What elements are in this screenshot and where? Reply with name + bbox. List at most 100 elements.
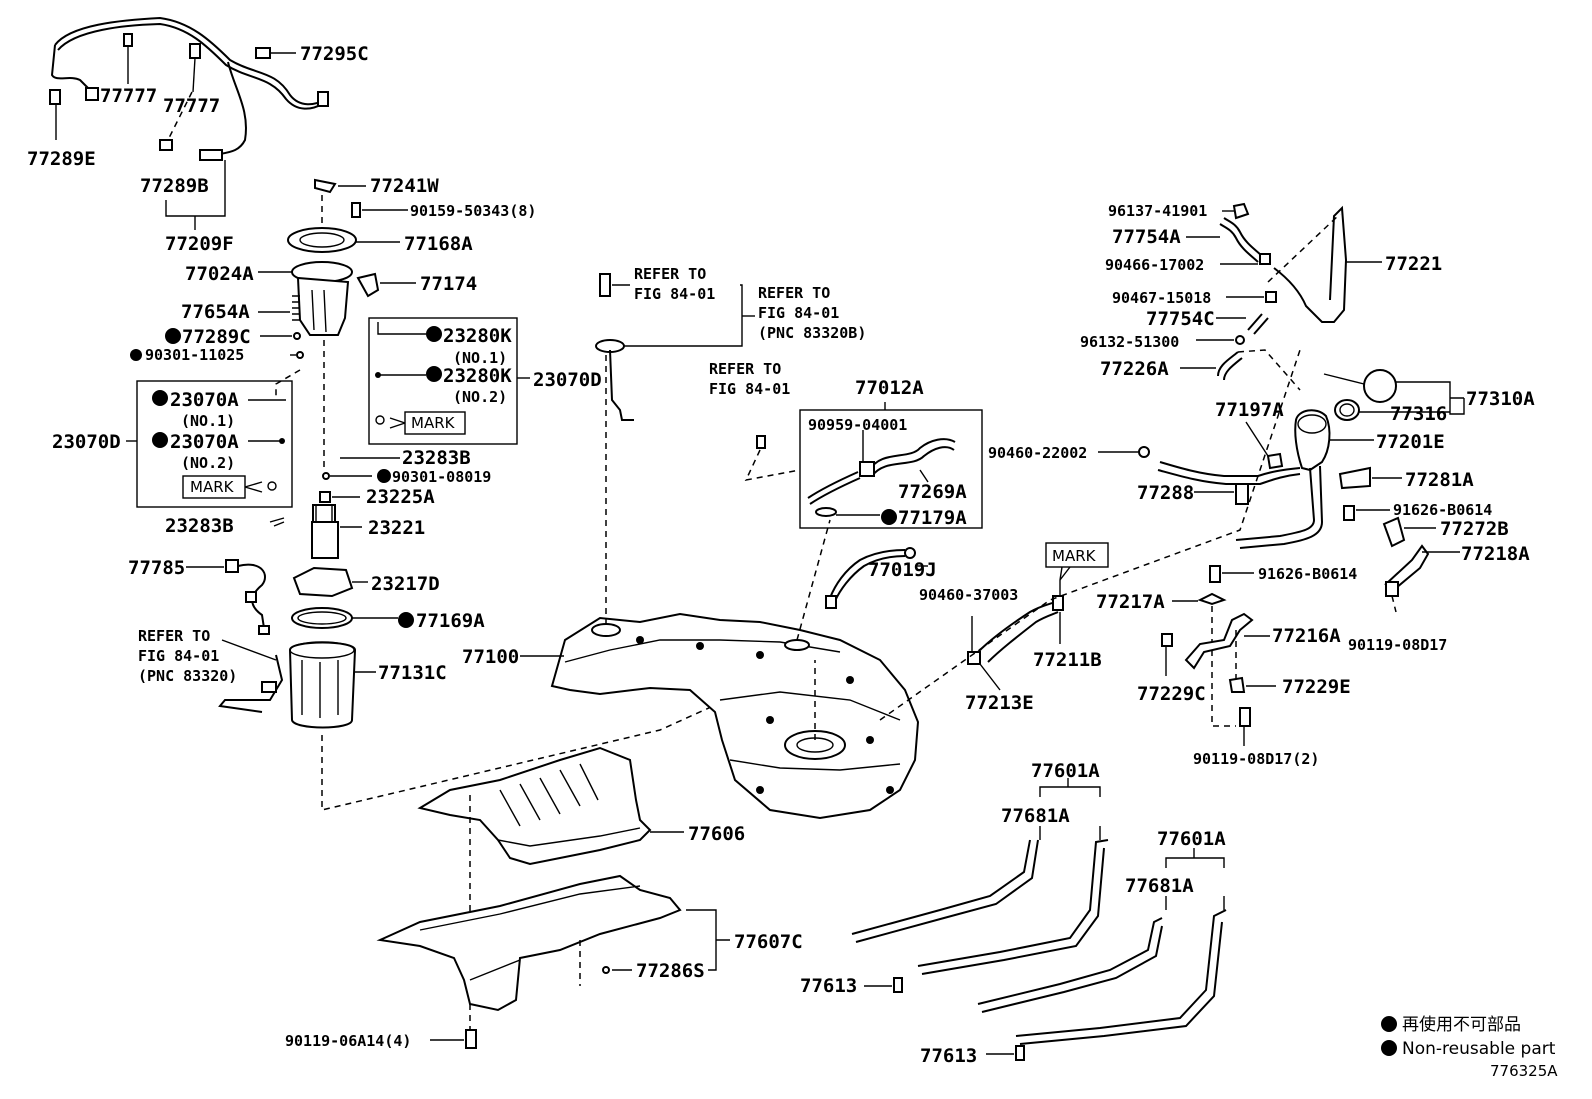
non-reusable-marker: [398, 612, 414, 628]
part-label-77216A: 77216A: [1272, 625, 1341, 647]
part-label-77289C: 77289C: [182, 326, 251, 348]
part-label-77754A: 77754A: [1112, 226, 1181, 248]
legend-non-reusable-jp: 再使用不可部品: [1402, 1014, 1521, 1035]
legend: 再使用不可部品 Non-reusable part 776325A: [1381, 1014, 1558, 1080]
part-label-90119-06A14: 90119-06A14(4): [285, 1032, 411, 1050]
protector-77606: [417, 746, 684, 1030]
part-label-77289B: 77289B: [140, 175, 209, 197]
part-label-90301-08019: 90301-08019: [392, 468, 491, 486]
part-label-77777-b: 77777: [163, 95, 220, 117]
part-label-90119-08D17-2: 90119-08D17(2): [1193, 750, 1319, 768]
part-label-77281A: 77281A: [1405, 469, 1474, 491]
part-label-77229E: 77229E: [1282, 676, 1351, 698]
refer-note-a-line1: REFER TO: [138, 627, 210, 645]
part-label-77286S: 77286S: [636, 960, 705, 982]
part-label-77613-lower: 77613: [920, 1045, 977, 1067]
non-reusable-marker: [426, 326, 442, 342]
part-label-23070D-right: 23070D: [533, 369, 602, 391]
part-label-77218A: 77218A: [1461, 543, 1530, 565]
part-label-90959-04001: 90959-04001: [808, 416, 907, 434]
refer-note-b-line2: FIG 84-01: [634, 285, 715, 303]
bracket-group: [1161, 544, 1460, 746]
part-label-77310A: 77310A: [1466, 388, 1535, 410]
part-label-77269A: 77269A: [898, 481, 967, 503]
filler-neck-and-cap: [1098, 369, 1465, 549]
part-label-23070A-no1: 23070A: [170, 389, 239, 411]
part-label-90467-15018: 90467-15018: [1112, 289, 1211, 307]
part-label-77221: 77221: [1385, 253, 1442, 275]
part-label-23280K-no1: 23280K: [443, 325, 512, 347]
refer-note-c-line2: FIG 84-01: [758, 304, 839, 322]
part-label-77168A: 77168A: [404, 233, 473, 255]
part-label-77601A-lower: 77601A: [1157, 828, 1226, 850]
part-label-77289E: 77289E: [27, 148, 96, 170]
part-label-77213E: 77213E: [965, 692, 1034, 714]
part-label-90460-22002: 90460-22002: [988, 444, 1087, 462]
mark-tag-center: MARK: [1052, 547, 1097, 565]
part-label-77295C: 77295C: [300, 43, 369, 65]
refer-note-a-line2: FIG 84-01: [138, 647, 219, 665]
part-label-77174: 77174: [420, 273, 477, 295]
legend-marker-jp: [1381, 1016, 1397, 1032]
part-label-77288: 77288: [1137, 482, 1194, 504]
part-label-77777-a: 77777: [100, 85, 157, 107]
legend-non-reusable-en: Non-reusable part: [1402, 1039, 1556, 1059]
part-label-77601A-upper: 77601A: [1031, 760, 1100, 782]
non-reusable-marker: [130, 349, 142, 361]
non-reusable-marker: [377, 469, 391, 483]
non-reusable-marker: [152, 432, 168, 448]
part-label-77613-upper: 77613: [800, 975, 857, 997]
legend-marker-en: [1381, 1040, 1397, 1056]
part-label-77201E: 77201E: [1376, 431, 1445, 453]
part-label-77785: 77785: [128, 557, 185, 579]
refer-note-c-line3: (PNC 83320B): [758, 324, 866, 342]
wire-harness-77209F: [49, 16, 329, 230]
part-label-23283B-lower: 23283B: [165, 515, 234, 537]
refer-note-a-line3: (PNC 83320): [138, 667, 237, 685]
part-label-77024A: 77024A: [185, 263, 254, 285]
part-label-90301-11025: 90301-11025: [145, 346, 244, 364]
part-label-77211B: 77211B: [1033, 649, 1102, 671]
part-label-91626-B0614-lower: 91626-B0614: [1258, 565, 1357, 583]
refer-note-d-line1: REFER TO: [709, 360, 781, 378]
non-reusable-marker: [165, 328, 181, 344]
filler-hose-77213E: [879, 349, 1301, 721]
fuel-pump-assembly: [258, 178, 816, 811]
part-label-no2-right: (NO.2): [453, 388, 507, 406]
part-label-77209F: 77209F: [165, 233, 234, 255]
part-label-23217D: 23217D: [371, 573, 440, 595]
mark-tag-right: MARK: [411, 414, 456, 432]
part-label-77241W: 77241W: [370, 175, 439, 197]
part-label-77316: 77316: [1390, 403, 1447, 425]
part-label-90466-17002: 90466-17002: [1105, 256, 1204, 274]
part-label-96137-41901: 96137-41901: [1108, 202, 1207, 220]
part-label-77100: 77100: [462, 646, 519, 668]
part-label-77179A: 77179A: [898, 507, 967, 529]
refer-note-d-line2: FIG 84-01: [709, 380, 790, 398]
non-reusable-marker: [881, 509, 897, 525]
part-label-23283B-upper: 23283B: [402, 447, 471, 469]
part-label-77012A: 77012A: [855, 377, 924, 399]
part-label-77681A-lower: 77681A: [1125, 875, 1194, 897]
part-label-77654A: 77654A: [181, 301, 250, 323]
part-label-77226A: 77226A: [1100, 358, 1169, 380]
part-label-77606: 77606: [688, 823, 745, 845]
vent-hose-kit-box: [744, 402, 983, 529]
figure-id: 776325A: [1490, 1062, 1558, 1080]
fuel-tank-77100: [520, 350, 920, 820]
part-label-no1-left: (NO.1): [181, 412, 235, 430]
part-label-23070A-no2: 23070A: [170, 431, 239, 453]
part-label-77754C: 77754C: [1146, 308, 1215, 330]
refer-note-c-line1: REFER TO: [758, 284, 830, 302]
part-label-90119-08D17: 90119-08D17: [1348, 636, 1447, 654]
part-label-77197A: 77197A: [1215, 399, 1284, 421]
fuel-filter-kit-box-left: [126, 380, 293, 508]
part-label-77019J: 77019J: [868, 559, 937, 581]
part-label-96132-51300: 96132-51300: [1080, 333, 1179, 351]
part-label-no1-right: (NO.1): [453, 349, 507, 367]
non-reusable-marker: [426, 366, 442, 382]
part-label-no2-left: (NO.2): [181, 454, 235, 472]
part-label-90460-37003: 90460-37003: [919, 586, 1018, 604]
part-label-23070D-left: 23070D: [52, 431, 121, 453]
